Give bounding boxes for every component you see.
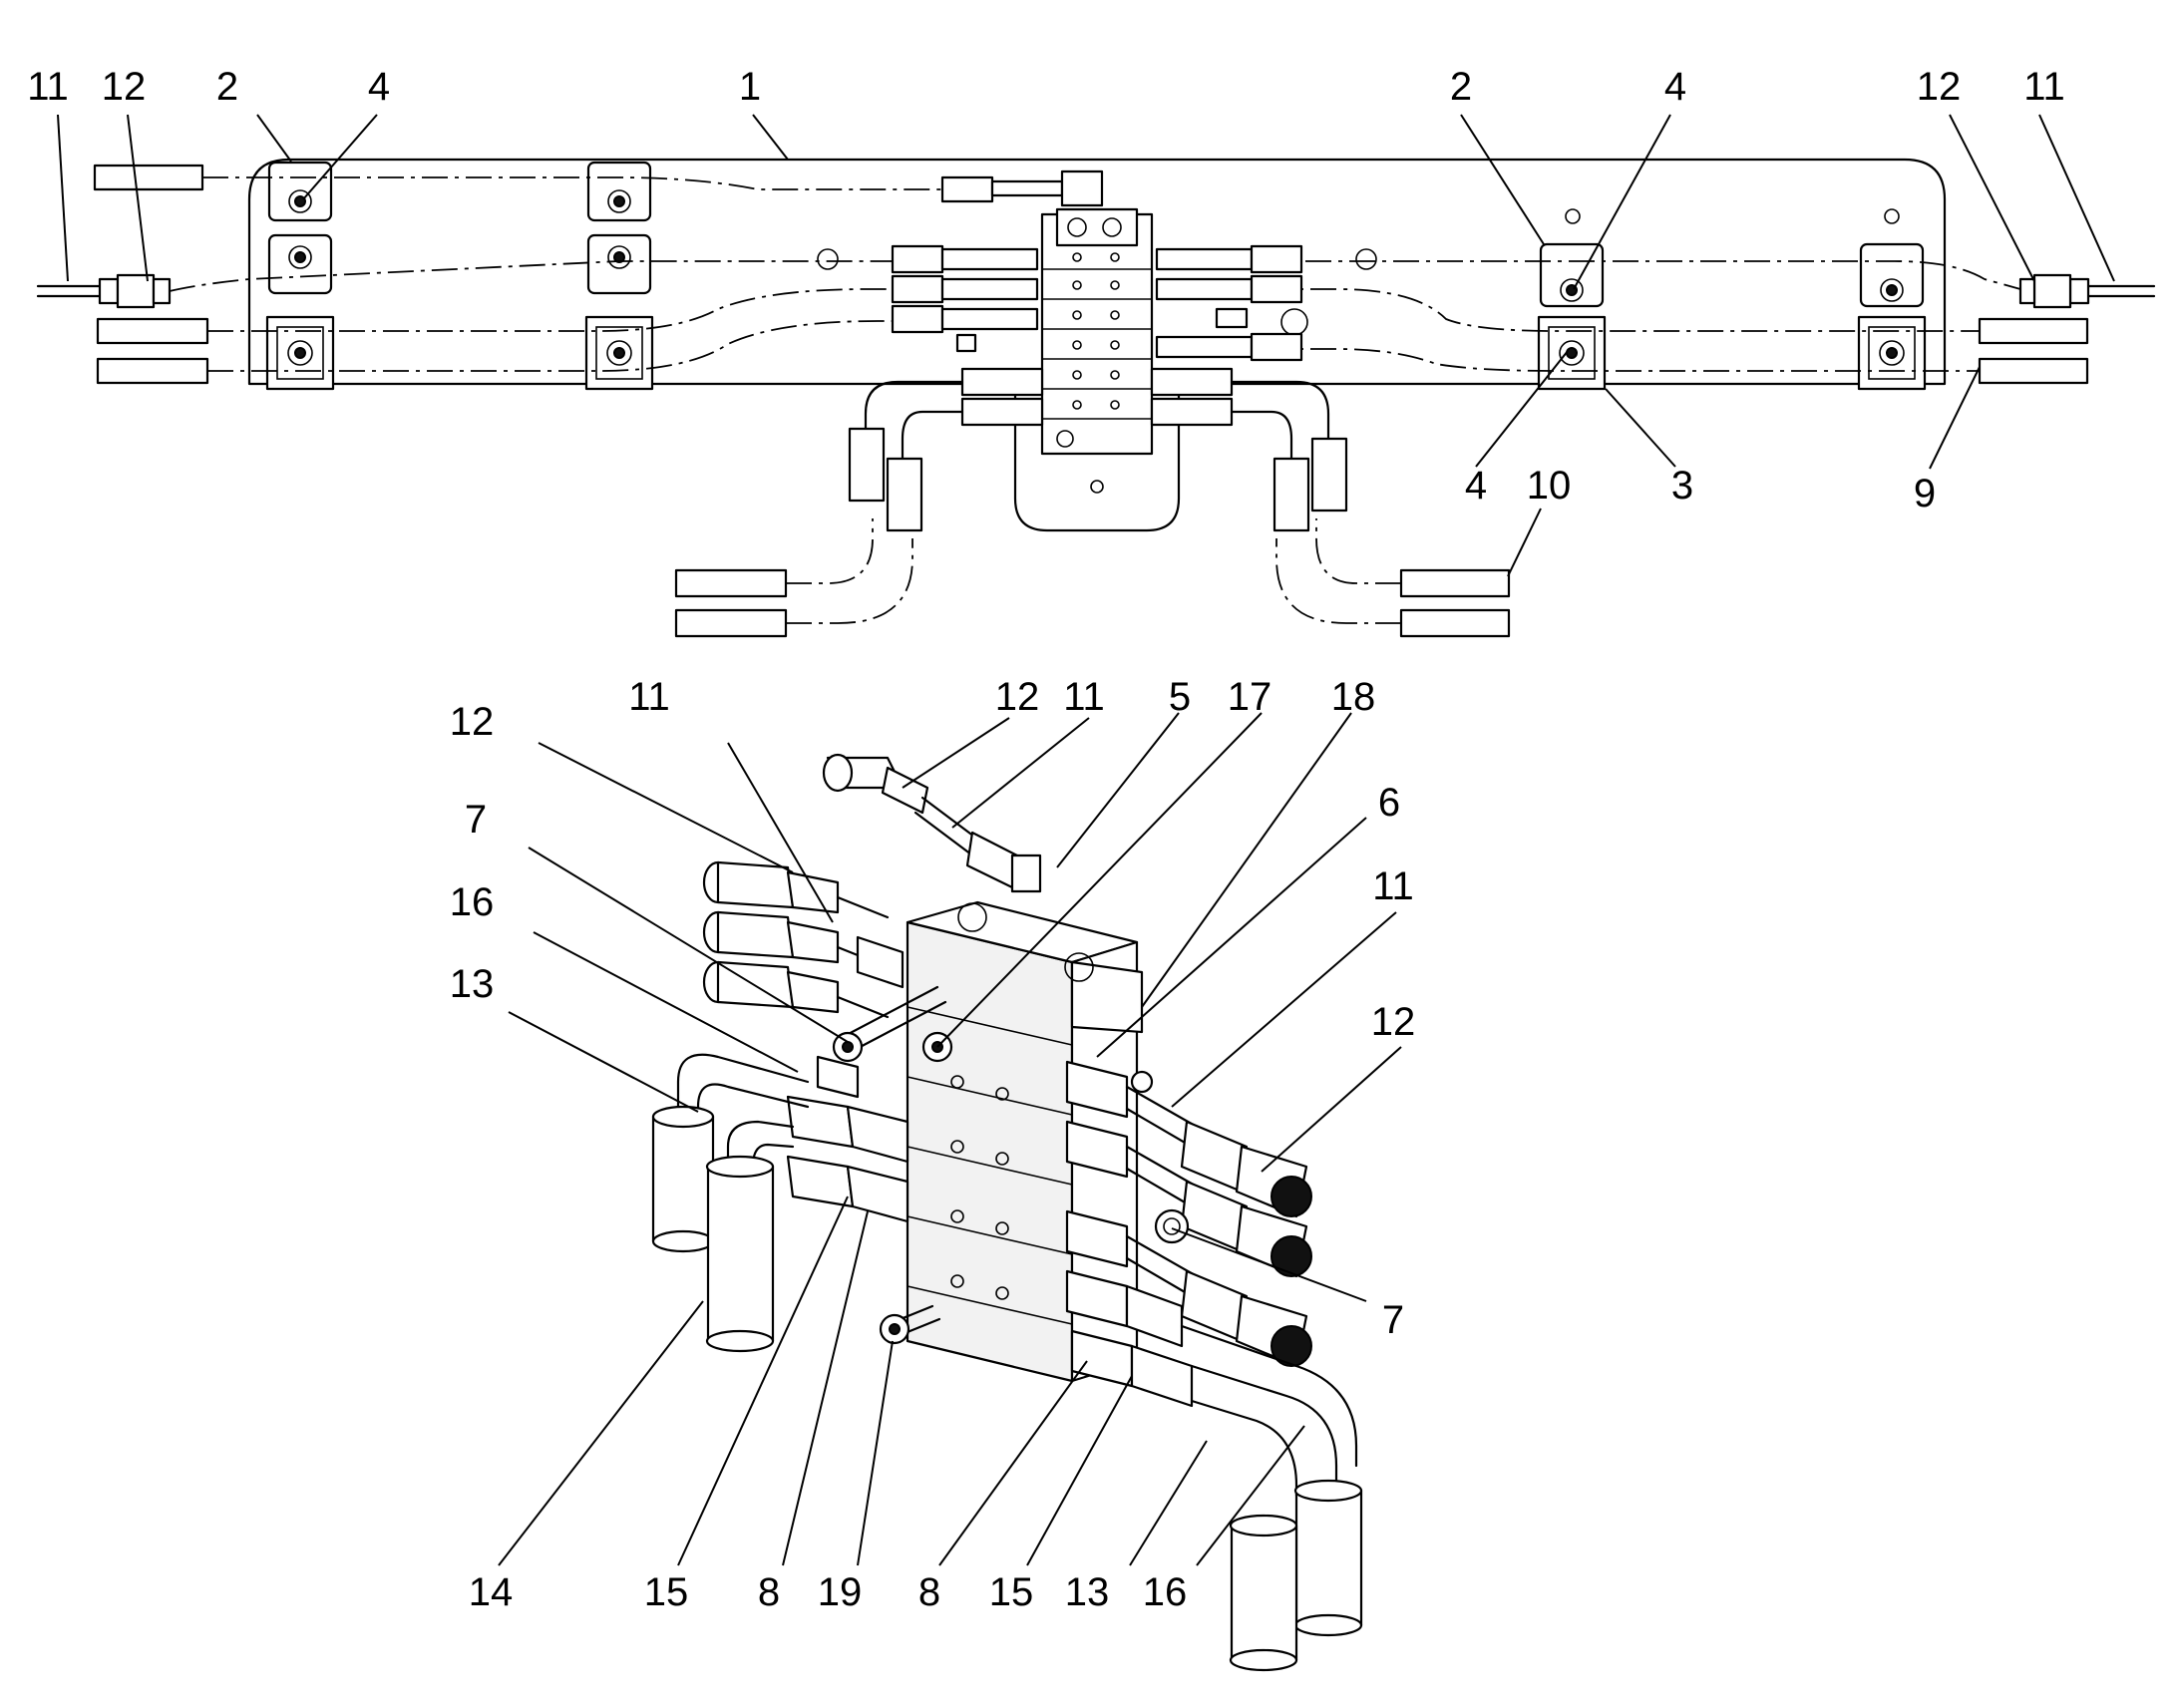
- bracket-right-2: [1859, 242, 1925, 308]
- callout-11: 11: [1372, 864, 1414, 908]
- clamp-4: [1857, 315, 1927, 391]
- callout-7: 7: [1382, 1298, 1404, 1342]
- bracket-left-4: [586, 233, 652, 295]
- callout-9: 9: [1914, 472, 1936, 515]
- fittings-iso-left-stack: [702, 860, 953, 1063]
- callout-19: 19: [818, 1570, 863, 1614]
- callout-11: 11: [628, 675, 670, 719]
- callout-12: 12: [995, 675, 1040, 719]
- callout-4: 4: [1465, 464, 1487, 508]
- callout-14: 14: [469, 1570, 514, 1614]
- callout-3: 3: [1671, 464, 1693, 508]
- callout-15: 15: [644, 1570, 689, 1614]
- callout-12: 12: [450, 700, 495, 744]
- fittings-iso-left-lower: [651, 1053, 909, 1353]
- top-view: [36, 158, 2156, 638]
- callout-12: 12: [102, 65, 147, 109]
- callout-13: 13: [450, 962, 495, 1006]
- callout-5: 5: [1169, 675, 1191, 719]
- fittings-iso-right-upper: [1065, 1060, 1312, 1278]
- callout-2: 2: [216, 65, 238, 109]
- callout-12: 12: [1371, 1000, 1416, 1044]
- clamp-1: [265, 315, 335, 391]
- fitting-iso-top: [822, 753, 1042, 893]
- callout-16: 16: [450, 880, 495, 924]
- bracket-left-3: [267, 233, 333, 295]
- callout-11: 11: [2023, 65, 2065, 109]
- callout-4: 4: [1664, 65, 1686, 109]
- callout-4: 4: [368, 65, 390, 109]
- mounting-plate: [247, 158, 1947, 386]
- callout-1: 1: [739, 65, 761, 109]
- fittings-left-top: [891, 170, 1104, 353]
- callout-17: 17: [1228, 675, 1272, 719]
- callout-7: 7: [465, 798, 487, 842]
- bolt-19: [879, 1304, 941, 1345]
- callout-6: 6: [1378, 781, 1400, 825]
- clamp-3: [1537, 315, 1607, 391]
- callout-2: 2: [1450, 65, 1472, 109]
- callout-10: 10: [1527, 464, 1572, 508]
- callout-13: 13: [1065, 1570, 1110, 1614]
- bracket-left-1: [267, 161, 333, 222]
- fittings-iso-right-lower: [1065, 1209, 1363, 1672]
- callout-12: 12: [1917, 65, 1962, 109]
- fittings-right-top: [1155, 244, 1303, 362]
- callout-8: 8: [918, 1570, 940, 1614]
- bracket-left-2: [586, 161, 652, 222]
- leader-lines: [57, 114, 2115, 1566]
- valve-block-top: [1040, 207, 1154, 456]
- callout-18: 18: [1331, 675, 1376, 719]
- fittings-lower: [848, 367, 1348, 532]
- callout-11: 11: [1063, 675, 1105, 719]
- callout-15: 15: [989, 1570, 1034, 1614]
- plate-lower-tab: [1013, 382, 1181, 532]
- callout-8: 8: [758, 1570, 780, 1614]
- callout-labels: 11 12 2 4 1 2 4 12 11 4 10 3 9 12 11 12 …: [27, 65, 2065, 1614]
- clamp-2: [584, 315, 654, 391]
- isometric-view: [651, 753, 1363, 1672]
- callout-11: 11: [27, 65, 69, 109]
- callout-16: 16: [1143, 1570, 1188, 1614]
